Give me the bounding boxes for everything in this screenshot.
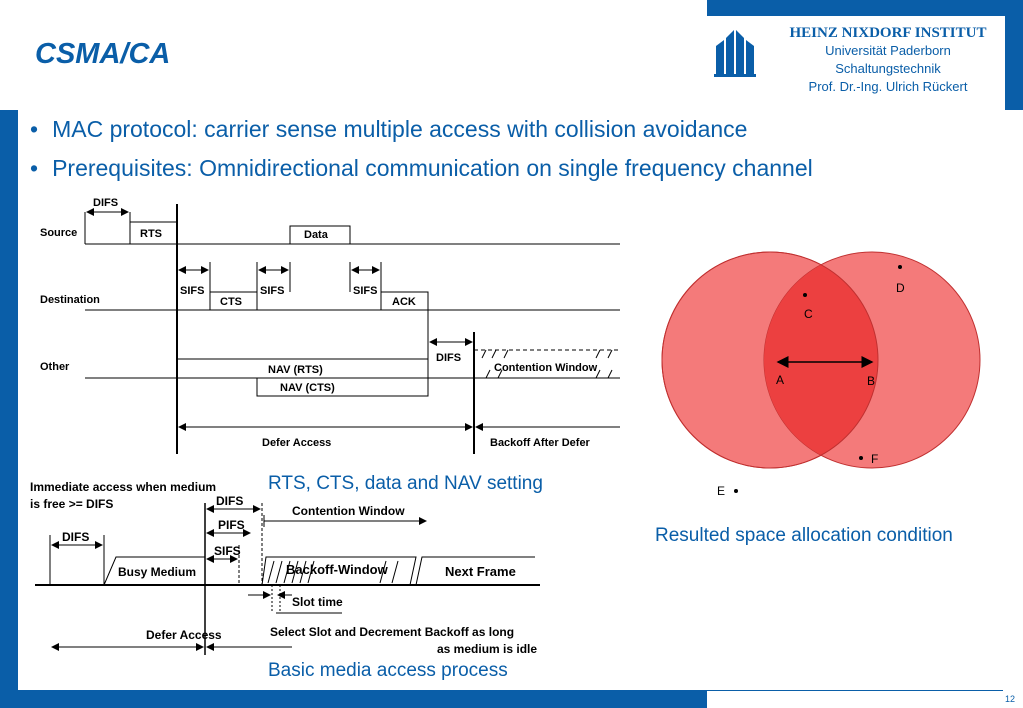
row-label-other: Other — [40, 361, 70, 373]
node-label-c: C — [804, 307, 813, 321]
basic-access-diagram: Immediate access when medium is free >= … — [30, 480, 540, 656]
backoff-window-label: Backoff-Window — [286, 562, 389, 577]
space-diagram-caption: Resulted space allocation condition — [655, 525, 953, 546]
immediate-access-line2: is free >= DIFS — [30, 497, 113, 511]
frame-bottom-bar — [0, 690, 707, 708]
contention-window-label: Contention Window — [292, 504, 405, 518]
institute-line2: Schaltungstechnik — [835, 61, 941, 76]
data-label: Data — [304, 229, 329, 241]
defer-access-label: Defer Access — [146, 628, 222, 642]
bullet-item: Prerequisites: Omnidirectional communica… — [30, 155, 813, 182]
difs-other-label: DIFS — [436, 352, 461, 364]
next-frame-label: Next Frame — [445, 564, 516, 579]
access-diagram-caption: Basic media access process — [268, 660, 508, 681]
bullet-item: MAC protocol: carrier sense multiple acc… — [30, 116, 813, 143]
node-label-a: A — [776, 373, 784, 387]
slot-time-label: Slot time — [292, 595, 343, 609]
sifs-label-1: SIFS — [180, 285, 204, 297]
frame-bottom-line — [707, 690, 1003, 691]
pifs-label: PIFS — [218, 518, 245, 532]
ack-label: ACK — [392, 296, 416, 308]
backoff-after-defer-label: Backoff After Defer — [490, 437, 591, 449]
busy-medium-label: Busy Medium — [118, 565, 196, 579]
institute-line3: Prof. Dr.-Ing. Ulrich Rückert — [808, 79, 968, 94]
node-label-e: E — [717, 484, 725, 498]
bullet-list: MAC protocol: carrier sense multiple acc… — [30, 116, 813, 194]
row-label-destination: Destination — [40, 294, 100, 306]
rts-label: RTS — [140, 228, 162, 240]
difs-left-label: DIFS — [62, 530, 89, 544]
row-label-source: Source — [40, 227, 77, 239]
timing-diagram-caption: RTS, CTS, data and NAV setting — [268, 473, 543, 494]
frame-left-bar — [0, 110, 18, 708]
nav-cts-label: NAV (CTS) — [280, 382, 335, 394]
institute-block: HEINZ NIXDORF INSTITUT Universität Pader… — [775, 24, 1001, 96]
sifs-label: SIFS — [214, 544, 241, 558]
node-label-d: D — [896, 281, 905, 295]
sifs-label-3: SIFS — [353, 285, 377, 297]
defer-access-label: Defer Access — [262, 437, 331, 449]
frame-right-bar — [1005, 0, 1023, 110]
difs-top-label: DIFS — [216, 494, 243, 508]
select-slot-line1: Select Slot and Decrement Backoff as lon… — [270, 625, 514, 639]
sifs-label-2: SIFS — [260, 285, 284, 297]
immediate-access-line1: Immediate access when medium — [30, 480, 216, 494]
page-title: CSMA/CA — [35, 38, 171, 70]
frame-top-bar — [707, 0, 1023, 16]
nav-rts-label: NAV (RTS) — [268, 364, 323, 376]
node-label-b: B — [867, 374, 875, 388]
difs-label: DIFS — [93, 197, 118, 209]
institute-name: HEINZ NIXDORF INSTITUT — [789, 25, 987, 41]
rts-cts-timing-diagram: Source Destination Other DIFS RTS Data S… — [40, 197, 620, 454]
institute-line1: Universität Paderborn — [825, 43, 951, 58]
space-allocation-diagram: A B C D E F — [661, 251, 981, 498]
node-label-f: F — [871, 452, 878, 466]
contention-window-label: Contention Window — [494, 362, 598, 374]
select-slot-line2: as medium is idle — [437, 642, 537, 656]
cts-label: CTS — [220, 296, 242, 308]
page-number: 12 — [1004, 694, 1015, 704]
institute-logo — [714, 30, 756, 77]
